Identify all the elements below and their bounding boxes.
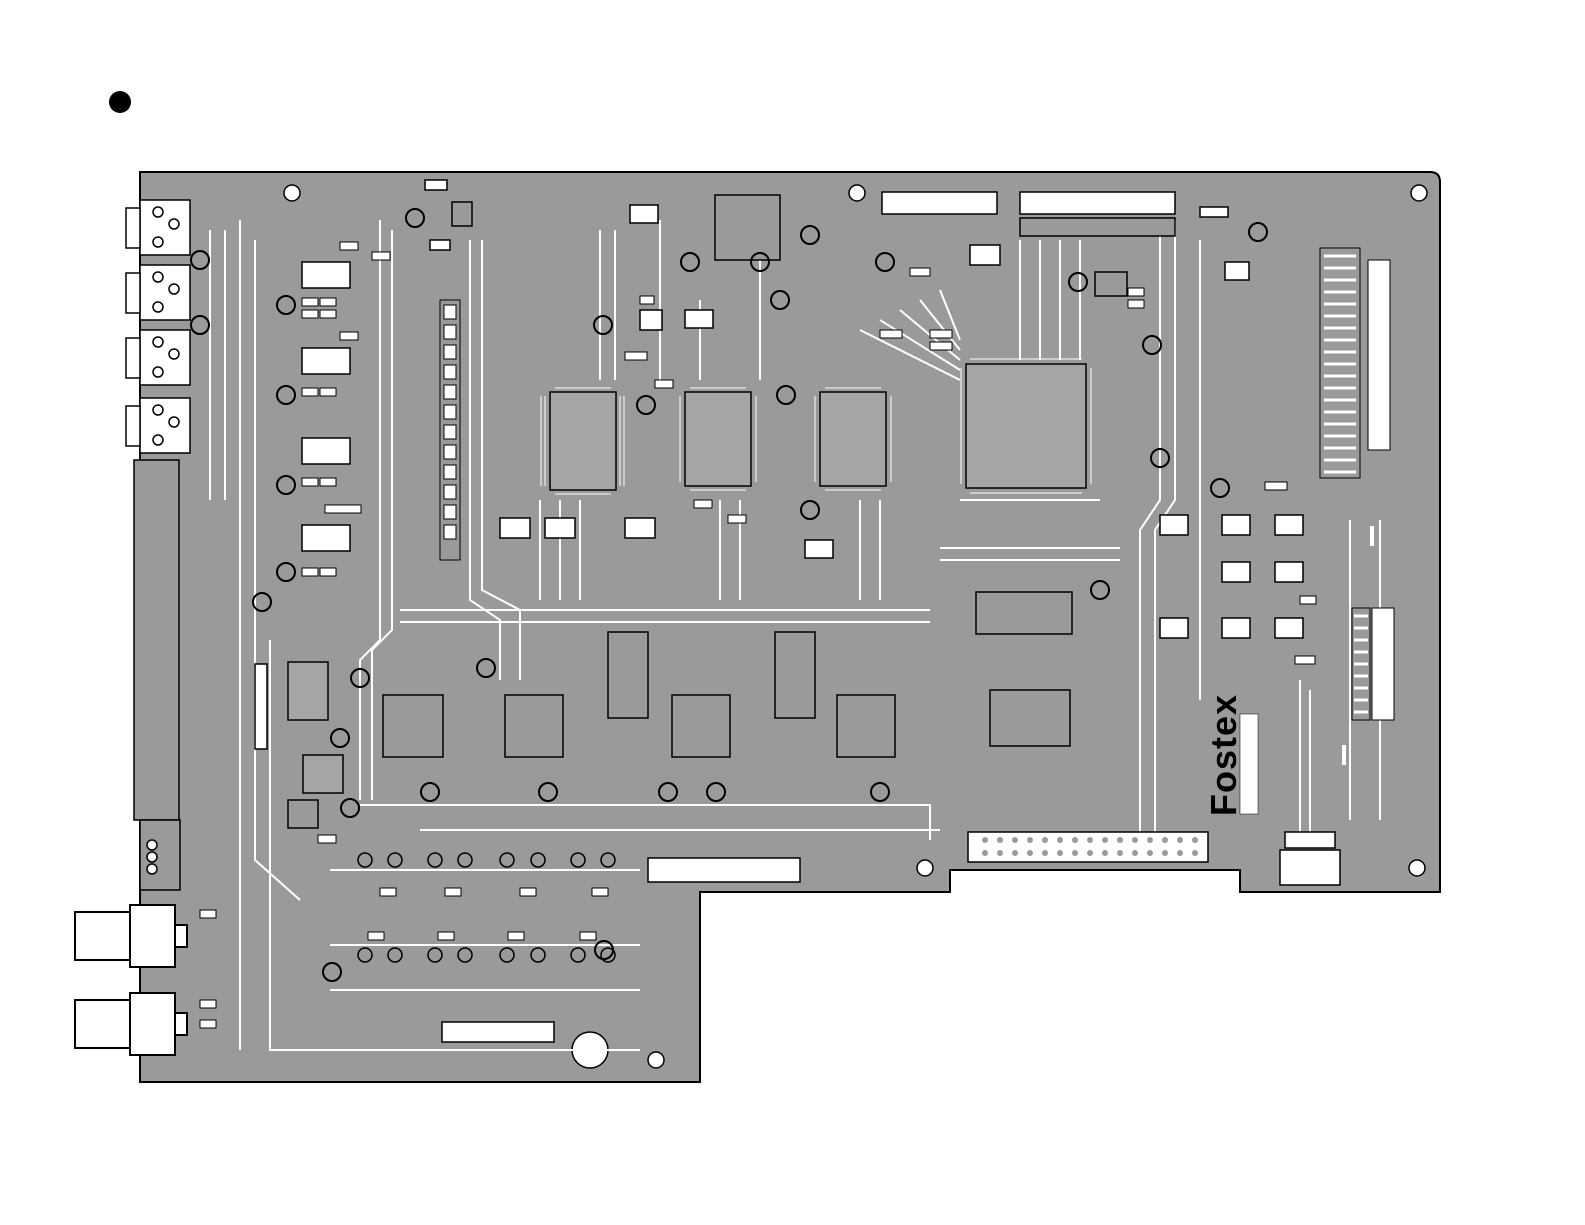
mounting-hole [648, 1052, 664, 1068]
rca-jack-icon [75, 912, 130, 960]
rca-jack-icon [75, 1000, 130, 1048]
ic-chip [383, 695, 443, 757]
regulator-icon [288, 662, 328, 720]
ribbon-header-icon [882, 192, 997, 214]
ic-chip [672, 695, 730, 757]
ribbon-header-icon [1280, 850, 1340, 885]
mounting-hole [917, 860, 933, 876]
mounting-hole [284, 185, 300, 201]
ribbon-header-icon [1020, 192, 1175, 214]
xlr-jack-icon [140, 330, 190, 385]
ic-chip [966, 364, 1086, 488]
jack-panel [134, 460, 180, 890]
ic-chip [550, 392, 616, 490]
ic-chip [990, 690, 1070, 746]
smd-column [440, 300, 460, 560]
ic-chip [976, 592, 1072, 634]
section-marker-icon [109, 91, 131, 113]
svg-text:Fostex: Fostex [1203, 694, 1244, 816]
xlr-jack-icon [140, 398, 190, 453]
label-blank [1240, 714, 1258, 814]
ribbon-header-icon [442, 1022, 554, 1042]
mounting-hole [1409, 860, 1425, 876]
ribbon-header-icon [648, 858, 800, 882]
xlr-jack-icon [140, 265, 190, 320]
ic-chip [608, 632, 648, 718]
label-blank [1342, 745, 1346, 765]
xlr-jack-icon [140, 200, 190, 255]
brand-logo: Fostex [1203, 694, 1244, 816]
ic-chip [1095, 272, 1127, 296]
label-blank [1370, 526, 1374, 546]
ic-chip [775, 632, 815, 718]
ic-chip [505, 695, 563, 757]
mounting-hole [849, 185, 865, 201]
mounting-hole [1411, 185, 1427, 201]
ribbon-header-icon [968, 832, 1208, 862]
ic-chip [685, 392, 751, 486]
ic-chip [820, 392, 886, 486]
ic-chip [837, 695, 895, 757]
transformer-icon [303, 755, 343, 793]
